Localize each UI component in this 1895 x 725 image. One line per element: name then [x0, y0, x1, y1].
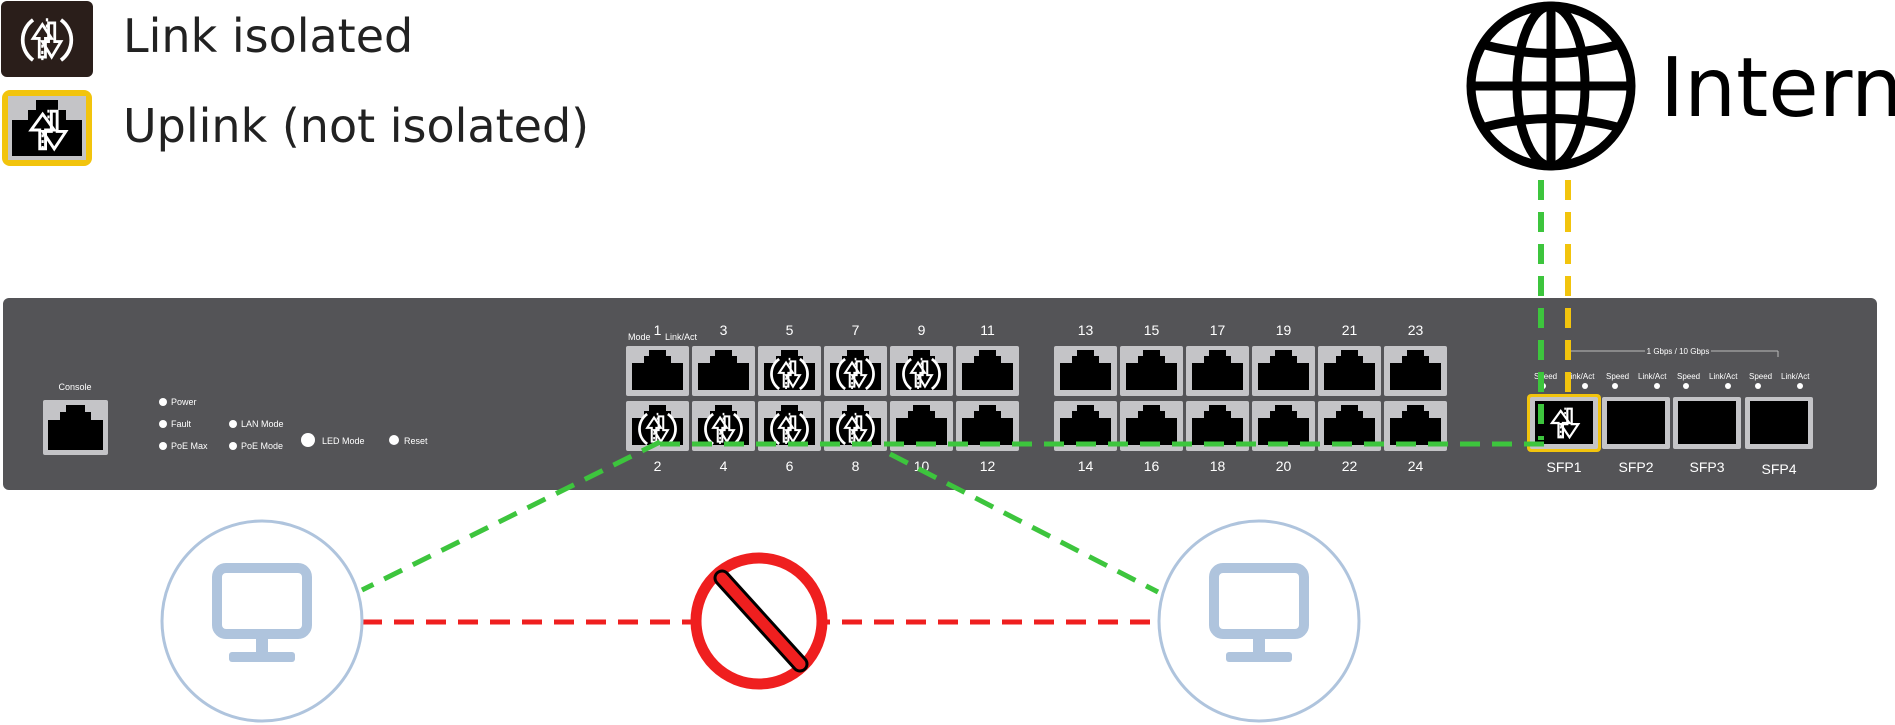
poe-max-led-label: PoE Max — [171, 441, 208, 451]
internet: Internet — [1466, 1, 1895, 171]
port-number-6: 6 — [786, 458, 794, 474]
sfp-link-label: Link/Act — [1709, 372, 1738, 381]
port-number-5: 5 — [786, 322, 794, 338]
port-number-4: 4 — [720, 458, 728, 474]
port-number-9: 9 — [918, 322, 926, 338]
port-number-11: 11 — [980, 322, 995, 338]
reset-label: Reset — [404, 436, 428, 446]
legend-item-isolated: Link isolated — [1, 1, 413, 77]
fault-led-label: Fault — [171, 419, 192, 429]
led-mode-button[interactable]: LED Mode — [301, 433, 365, 447]
sfp-speed-header: 1 Gbps / 10 Gbps — [1647, 347, 1710, 356]
port-number-24: 24 — [1408, 458, 1424, 474]
sfp-link-label: Link/Act — [1638, 372, 1667, 381]
sfp-speed-label: Speed — [1606, 372, 1629, 381]
uplink-icon — [2, 90, 92, 166]
console-label: Console — [58, 382, 91, 392]
port-number-15: 15 — [1144, 322, 1160, 338]
client-right — [1157, 519, 1361, 723]
port-number-12: 12 — [980, 458, 996, 474]
lan-mode-led — [229, 420, 237, 428]
power-led-label: Power — [171, 397, 197, 407]
port-number-1: 1 — [654, 322, 662, 338]
console-port[interactable]: Console — [43, 382, 108, 455]
sfp-port-name: SFP1 — [1546, 459, 1581, 475]
port-number-17: 17 — [1210, 322, 1226, 338]
port-number-13: 13 — [1078, 322, 1094, 338]
status-leds: Power Fault PoE Max LAN Mode PoE Mode — [159, 397, 284, 451]
port-number-8: 8 — [852, 458, 860, 474]
legend-item-uplink: Uplink (not isolated) — [2, 90, 589, 166]
port-number-18: 18 — [1210, 458, 1226, 474]
prohibited-icon — [690, 552, 828, 690]
port-19[interactable] — [1252, 346, 1315, 396]
switch: Console Power Fault PoE Max LAN Mode PoE… — [3, 298, 1877, 490]
allowed-link-left-client — [360, 439, 662, 593]
port-number-20: 20 — [1276, 458, 1292, 474]
port-number-14: 14 — [1078, 458, 1094, 474]
led-mode-label: LED Mode — [322, 436, 365, 446]
legend: Link isolated Uplink (not isolated) — [1, 1, 589, 166]
reset-button[interactable]: Reset — [389, 435, 428, 446]
port-number-2: 2 — [654, 458, 662, 474]
fault-led — [159, 420, 167, 428]
sfp-speed-label: Speed — [1534, 372, 1557, 381]
port-5[interactable] — [758, 346, 821, 396]
port-17[interactable] — [1186, 346, 1249, 396]
internet-label: Internet — [1660, 41, 1895, 136]
poe-mode-led-label: PoE Mode — [241, 441, 283, 451]
client-left — [160, 519, 364, 723]
port-21[interactable] — [1318, 346, 1381, 396]
link-act-label: Link/Act — [665, 332, 698, 342]
legend-uplink-label: Uplink (not isolated) — [123, 99, 589, 153]
poe-max-led — [159, 442, 167, 450]
port-15[interactable] — [1120, 346, 1183, 396]
port-3[interactable] — [692, 346, 755, 396]
uplink-internet-lines — [1538, 180, 1571, 440]
isolated-link-icon — [1, 1, 93, 77]
sfp-port-name: SFP4 — [1761, 461, 1796, 477]
port-7[interactable] — [824, 346, 887, 396]
port-number-3: 3 — [720, 322, 728, 338]
port-11[interactable] — [956, 346, 1019, 396]
port-23[interactable] — [1384, 346, 1447, 396]
globe-icon — [1466, 1, 1636, 171]
port-number-19: 19 — [1276, 322, 1292, 338]
allowed-link-right-client — [888, 451, 1160, 595]
port-9[interactable] — [890, 346, 953, 396]
sfp-port-name: SFP2 — [1618, 459, 1653, 475]
port-number-23: 23 — [1408, 322, 1424, 338]
sfp-port-name: SFP3 — [1689, 459, 1724, 475]
port-number-16: 16 — [1144, 458, 1160, 474]
mode-label: Mode — [628, 332, 651, 342]
port-number-7: 7 — [852, 322, 860, 338]
sfp-link-label: Link/Act — [1781, 372, 1810, 381]
poe-mode-led — [229, 442, 237, 450]
port-13[interactable] — [1054, 346, 1117, 396]
legend-isolated-label: Link isolated — [123, 9, 413, 63]
port-number-22: 22 — [1342, 458, 1358, 474]
lan-mode-led-label: LAN Mode — [241, 419, 284, 429]
port-number-21: 21 — [1342, 322, 1358, 338]
sfp-speed-label: Speed — [1749, 372, 1772, 381]
port-1[interactable] — [626, 346, 689, 396]
power-led — [159, 398, 167, 406]
sfp-link-label: Link/Act — [1566, 372, 1595, 381]
sfp-speed-label: Speed — [1677, 372, 1700, 381]
